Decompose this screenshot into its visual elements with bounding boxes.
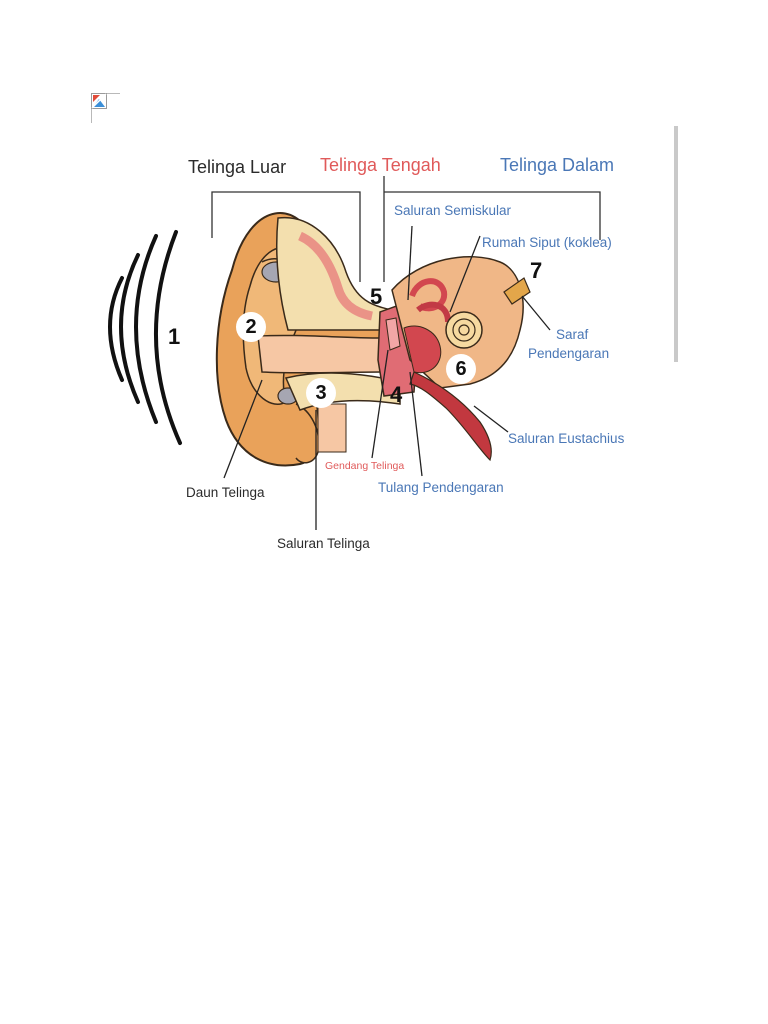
leader-eardrum [371, 349, 389, 459]
sound-wave-4 [153, 230, 182, 445]
label-auditory-nerve-line2: Pendengaran [528, 346, 610, 361]
leader-eustachian [473, 405, 509, 433]
number-1: 1 [168, 324, 181, 349]
leader-semicircular [407, 225, 413, 301]
label-pinna: Daun Telinga [186, 485, 265, 500]
broken-image-icon [91, 93, 107, 109]
label-semicircular-canal: Saluran Semiskular [394, 203, 512, 218]
broken-image-placeholder [91, 93, 120, 123]
header-inner-ear: Telinga Dalam [500, 155, 615, 175]
number-4: 4 [390, 382, 403, 407]
number-7: 7 [530, 258, 543, 283]
header-outer-ear: Telinga Luar [188, 157, 287, 177]
leader-cochlea [449, 235, 481, 313]
ear-canal-shape [257, 334, 387, 374]
auditory-nerve-shape [503, 277, 531, 305]
inner-ear-shape [391, 256, 524, 462]
leader-lines [223, 225, 551, 530]
leader-pinna [223, 379, 263, 479]
scrollbar-track [674, 126, 678, 362]
sound-waves [108, 230, 182, 445]
label-eustachian-tube: Saluran Eustachius [508, 431, 625, 446]
outer-ear-bracket [211, 191, 361, 282]
number-2: 2 [236, 312, 266, 342]
number-3: 3 [306, 378, 336, 408]
label-cochlea: Rumah Siput (koklea) [482, 235, 612, 250]
label-eardrum: Gendang Telinga [325, 460, 405, 472]
label-ossicles: Tulang Pendengaran [378, 480, 504, 495]
label-auditory-nerve-line1: Saraf [556, 327, 589, 342]
inner-ear-bracket [384, 191, 601, 240]
leader-ossicles [409, 371, 423, 477]
leader-nerve [521, 295, 551, 331]
number-6: 6 [446, 354, 476, 384]
canal-lower-shape [317, 403, 347, 453]
label-ear-canal: Saluran Telinga [277, 536, 370, 551]
number-5: 5 [370, 284, 383, 309]
header-middle-ear: Telinga Tengah [320, 155, 441, 175]
header-brackets [211, 176, 601, 282]
sound-wave-1 [108, 276, 124, 382]
sound-wave-3 [134, 234, 158, 424]
sound-wave-2 [119, 253, 140, 404]
